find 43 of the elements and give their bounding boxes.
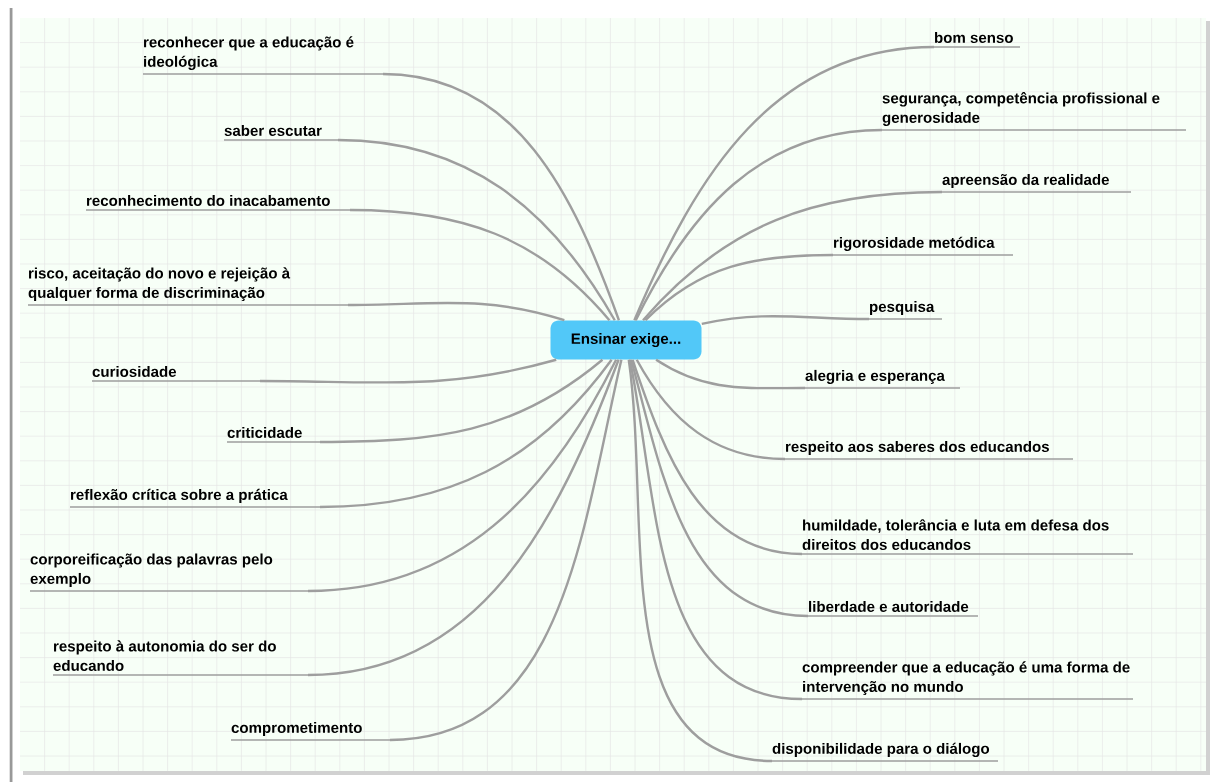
branch-line [630,359,809,618]
branch-label: comprometimento [230,721,391,741]
branch-label: apreensão da realidade [941,173,1132,193]
branch-label: respeito à autonomia do ser do educando [52,640,309,676]
branch-line [307,359,620,677]
branch-line [319,359,613,509]
topic-box: Ensinar exige... [550,320,702,360]
branch-line [631,359,803,556]
branch-line [382,72,621,321]
branch-label: reconhecimento do inacabamento [85,194,351,211]
branch-label: saber escutar [223,124,339,141]
branch-label: compreender que a educação é uma forma de intervenção no mundo [801,661,1134,700]
branch-line [655,358,805,390]
branch-label: humildade, tolerância e luta em defesa dos direitos dos educandos [801,519,1134,555]
branch-line [349,208,611,322]
branch-label: criticidade [226,426,321,443]
branch-label: disponibilidade para o diálogo [771,742,999,762]
branch-label: curiosidade [91,365,261,382]
branch-label: liberdade e autoridade [807,600,979,617]
branch-label: alegria e esperança [804,369,961,389]
branch-line [642,190,943,322]
branch-line [644,253,834,322]
branch-label: rigorosidade metódica [832,236,1014,256]
branch-label: risco, aceitação do novo e rejeição à qualquer forma de discriminação [27,267,349,306]
branch-line [633,45,935,321]
branch-line [701,315,870,325]
branch-line [307,359,618,593]
branch-label: reflexão crítica sobre a prática [69,488,321,508]
branch-label: corporeificação das palavras pelo exemplo [29,553,309,592]
branch-line [627,359,773,763]
branch-label: segurança, competência profissional e generosidade [881,92,1187,131]
branch-line [634,128,883,321]
branch-label: pesquisa [868,300,943,320]
branch-line [337,138,616,321]
branch-label: reconhecer que a educação é ideológica [142,36,384,75]
branch-label: bom senso [933,31,1021,48]
branch-line [389,359,623,742]
branch-line [260,358,557,384]
branch-line [320,358,604,444]
branch-line [348,301,565,322]
branch-line [635,359,786,461]
branch-line [628,359,803,701]
branch-label: respeito aos saberes dos educandos [784,440,1074,460]
